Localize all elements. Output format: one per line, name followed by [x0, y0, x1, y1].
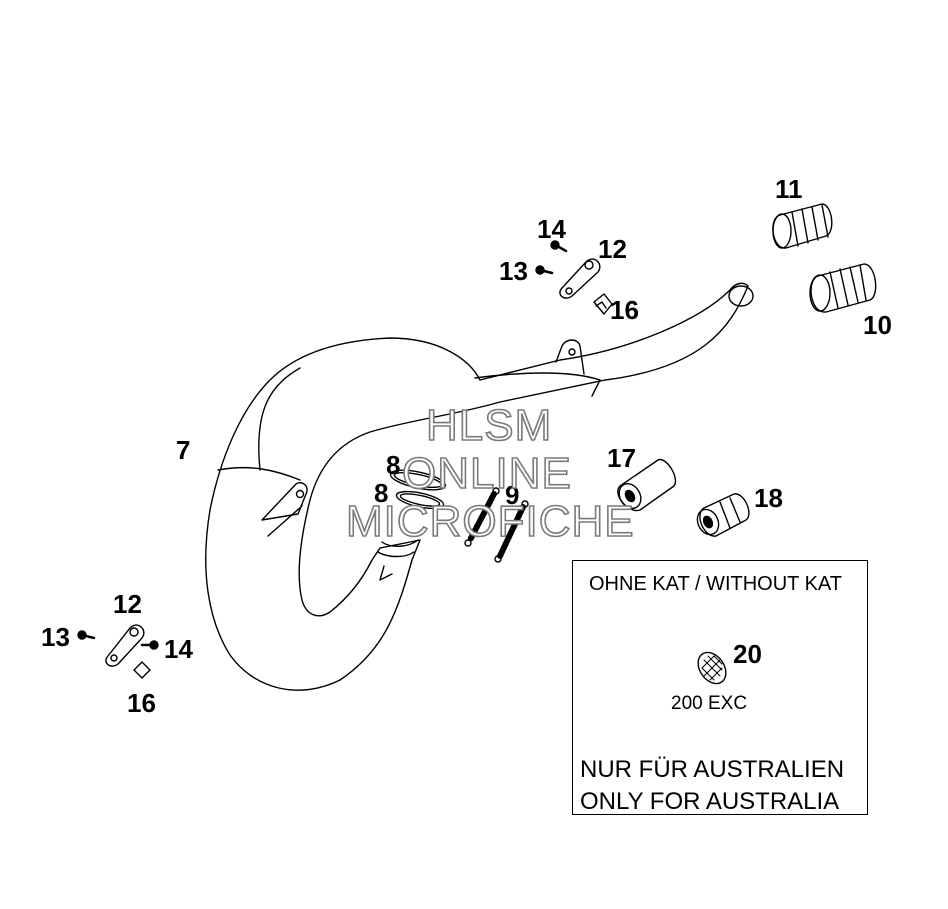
callout-12-bottom: 12	[113, 589, 142, 619]
insert-part-18	[696, 493, 750, 537]
without-kat-inset: OHNE KAT / WITHOUT KAT 20 200 EXC NUR FÜ…	[572, 560, 868, 815]
callout-14-bottom: 14	[164, 634, 193, 664]
exhaust-pipe	[205, 282, 754, 691]
bottom-mounting-hardware	[77, 624, 159, 679]
callout-12-top: 12	[598, 234, 627, 264]
springs	[464, 487, 529, 563]
callout-18: 18	[754, 483, 783, 513]
callout-17: 17	[607, 443, 636, 473]
inset-heading: OHNE KAT / WITHOUT KAT	[589, 573, 842, 595]
inset-note-english: ONLY FOR AUSTRALIA	[580, 788, 840, 815]
callout-8: 8	[374, 478, 389, 508]
rubber-sleeve-large	[809, 263, 877, 313]
top-mounting-hardware	[535, 240, 613, 315]
callout-14-top: 14	[537, 214, 566, 244]
callout-10: 10	[863, 310, 892, 340]
watermark-line-1: HLSM	[425, 401, 553, 450]
insert-part-17	[617, 458, 677, 512]
inset-note-german: NUR FÜR AUSTRALIEN	[580, 756, 845, 783]
callout-9: 9	[505, 480, 520, 510]
callout-16-top: 16	[610, 295, 639, 325]
o-rings	[389, 469, 447, 510]
rubber-sleeve-small	[772, 203, 833, 249]
mesh-disc-part-20	[697, 651, 727, 685]
callout-20: 20	[733, 639, 762, 669]
callout-16-bottom: 16	[127, 688, 156, 718]
callout-11: 11	[775, 174, 803, 204]
watermark-line-2: ONLINE	[401, 449, 572, 498]
callout-7: 7	[176, 435, 191, 465]
pipe-top-bracket	[555, 339, 585, 375]
callout-13-top: 13	[499, 256, 528, 286]
inset-model-label: 200 EXC	[671, 693, 748, 714]
callout-8: 8	[386, 450, 401, 480]
watermark-line-3: MICROFICHE	[345, 497, 635, 546]
pipe-lower-bracket	[261, 482, 308, 537]
callout-13-bottom: 13	[41, 622, 70, 652]
